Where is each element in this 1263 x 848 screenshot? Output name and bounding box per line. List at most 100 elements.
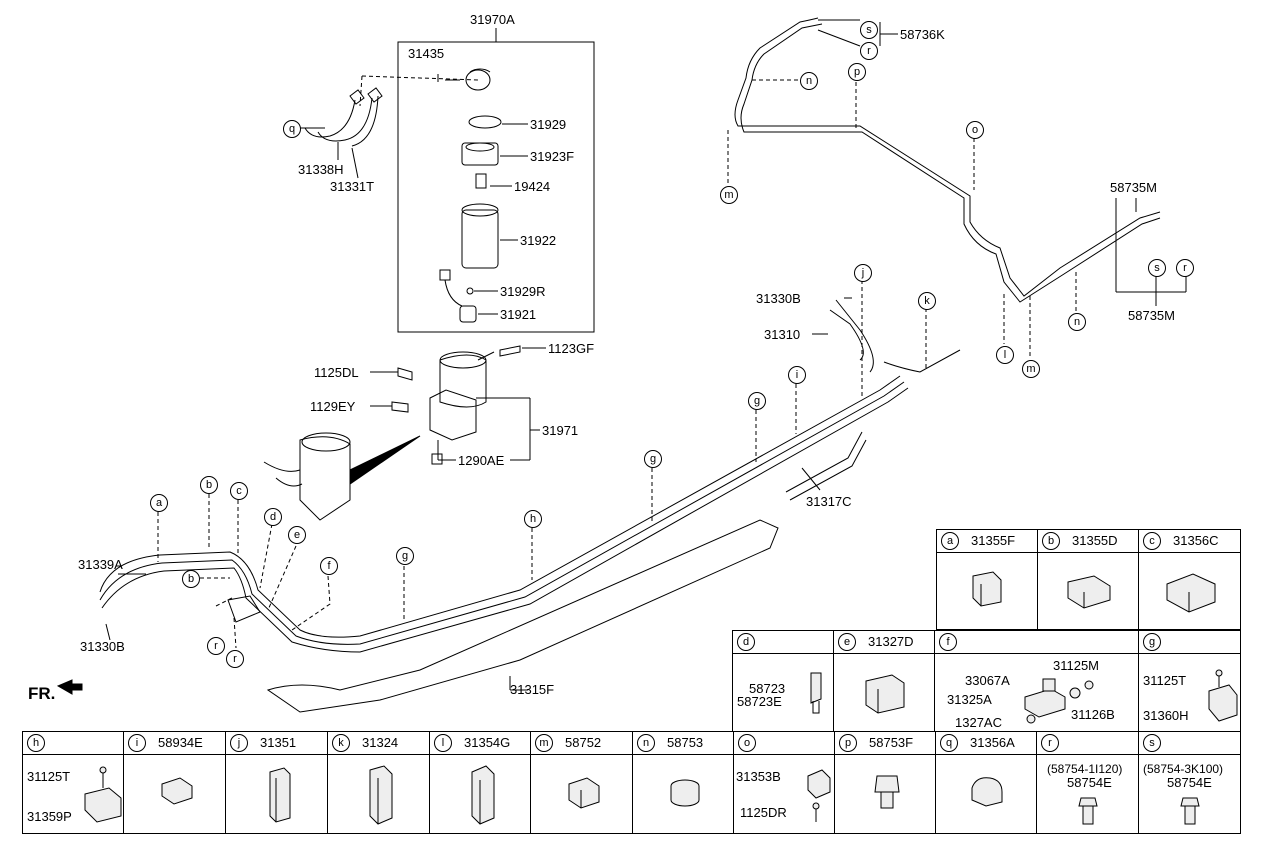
marker-s-right: s (1148, 259, 1166, 277)
table-cell-r: r (58754-1I120) 58754E (1036, 731, 1139, 834)
callout-1290AE: 1290AE (458, 453, 505, 468)
marker-c: c (230, 482, 248, 500)
marker-f: f (320, 557, 338, 575)
cell-letter: f (939, 633, 957, 651)
cell-sub-3: 31325A (947, 692, 992, 707)
cell-letter: d (737, 633, 755, 651)
cell-letter: q (940, 734, 958, 752)
table-cell-k: k 31324 (327, 731, 430, 834)
marker-g-right: g (748, 392, 766, 410)
callout-58735M-top: 58735M (1110, 180, 1157, 195)
cell-letter: j (230, 734, 248, 752)
marker-m-left: m (720, 186, 738, 204)
callout-31331T: 31331T (330, 179, 375, 194)
marker-q: q (283, 120, 301, 138)
marker-r-top: r (860, 42, 878, 60)
cell-letter: l (434, 734, 452, 752)
callout-1125DL: 1125DL (314, 365, 359, 380)
cell-sub-1: 33067A (965, 673, 1010, 688)
marker-g-mid: g (644, 450, 662, 468)
table-cell-f: f 33067A 31125M 31325A 31126B 1327AC (934, 630, 1139, 732)
filter-assembly-frame (397, 41, 595, 333)
marker-k: k (918, 292, 936, 310)
cell-part: 58753F (869, 735, 914, 750)
cell-sub-1: 31125T (1143, 673, 1187, 688)
cell-sub-2: 31359P (27, 809, 72, 824)
marker-r-right: r (226, 650, 244, 668)
cell-letter: i (128, 734, 146, 752)
callout-31971: 31971 (542, 423, 579, 438)
marker-e: e (288, 526, 306, 544)
table-cell-e: e 31327D (833, 630, 935, 732)
callout-1123GF: 1123GF (548, 341, 595, 356)
cell-sub-1: (58754-1I120) (1047, 762, 1123, 776)
cell-sub-4: 31126B (1071, 707, 1115, 722)
marker-i: i (788, 366, 806, 384)
cell-letter: e (838, 633, 856, 651)
front-direction-label: FR. (28, 684, 56, 703)
callout-1129EY: 1129EY (310, 399, 356, 414)
marker-l: l (996, 346, 1014, 364)
cell-sub-2: 58723E (737, 694, 782, 709)
callout-31338H: 31338H (298, 162, 344, 177)
callout-31921: 31921 (500, 307, 537, 322)
table-cell-p: p 58753F (834, 731, 936, 834)
callout-31970A: 31970A (470, 12, 515, 27)
callout-31435: 31435 (408, 46, 445, 61)
cell-letter: g (1143, 633, 1161, 651)
cell-part: 31351 (260, 735, 297, 750)
cell-sub-1: 58723 (749, 681, 786, 696)
callout-31317C: 31317C (806, 494, 852, 509)
marker-o: o (966, 121, 984, 139)
cell-letter: h (27, 734, 45, 752)
callout-31315F: 31315F (510, 682, 555, 697)
cell-part: 31355F (971, 533, 1016, 548)
cell-letter: b (1042, 532, 1060, 550)
callout-31929R: 31929R (500, 284, 546, 299)
cell-part: 58934E (158, 735, 203, 750)
marker-s-top: s (860, 21, 878, 39)
cell-part: 31327D (868, 634, 914, 649)
callout-31310: 31310 (764, 327, 801, 342)
table-cell-l: l 31354G (429, 731, 531, 834)
marker-r-left: r (207, 637, 225, 655)
table-cell-o: o 31353B 1125DR (733, 731, 835, 834)
marker-b-top: b (200, 476, 218, 494)
marker-d: d (264, 508, 282, 526)
marker-r-right-side: r (1176, 259, 1194, 277)
cell-sub-2: 1125DR (740, 805, 787, 820)
cell-part: 31354G (464, 735, 511, 750)
cell-sub-2: 31125M (1053, 658, 1100, 673)
cell-part: 31355D (1072, 533, 1118, 548)
cell-part: 58753 (667, 735, 704, 750)
table-cell-s: s (58754-3K100) 58754E (1138, 731, 1241, 834)
table-cell-a: a 31355F (936, 529, 1038, 630)
marker-m-right: m (1022, 360, 1040, 378)
cell-part: 31356C (1173, 533, 1219, 548)
table-cell-i: i 58934E (123, 731, 226, 834)
cell-letter: p (839, 734, 857, 752)
callout-58735M-bottom: 58735M (1128, 308, 1175, 323)
marker-b-bottom: b (182, 570, 200, 588)
cell-sub-2: 58754E (1167, 775, 1212, 790)
callout-31922: 31922 (520, 233, 557, 248)
table-cell-g: g 31125T 31360H (1138, 630, 1241, 732)
callout-31330B-left: 31330B (80, 639, 125, 654)
cell-sub-2: 31360H (1143, 708, 1189, 723)
table-cell-h: h 31125T 31359P (22, 731, 124, 834)
cell-letter: m (535, 734, 553, 752)
callout-31923F: 31923F (530, 149, 575, 164)
cell-part: 31324 (362, 735, 399, 750)
cell-sub-1: 31353B (736, 769, 781, 784)
callout-58736K: 58736K (900, 27, 945, 42)
callout-31330B-right: 31330B (756, 291, 801, 306)
cell-letter: c (1143, 532, 1161, 550)
callout-31339A: 31339A (78, 557, 123, 572)
cell-sub-5: 1327AC (955, 715, 1002, 730)
cell-letter: r (1041, 734, 1059, 752)
cell-letter: k (332, 734, 350, 752)
cell-letter: a (941, 532, 959, 550)
marker-n-top: n (800, 72, 818, 90)
table-cell-c: c 31356C (1138, 529, 1241, 630)
